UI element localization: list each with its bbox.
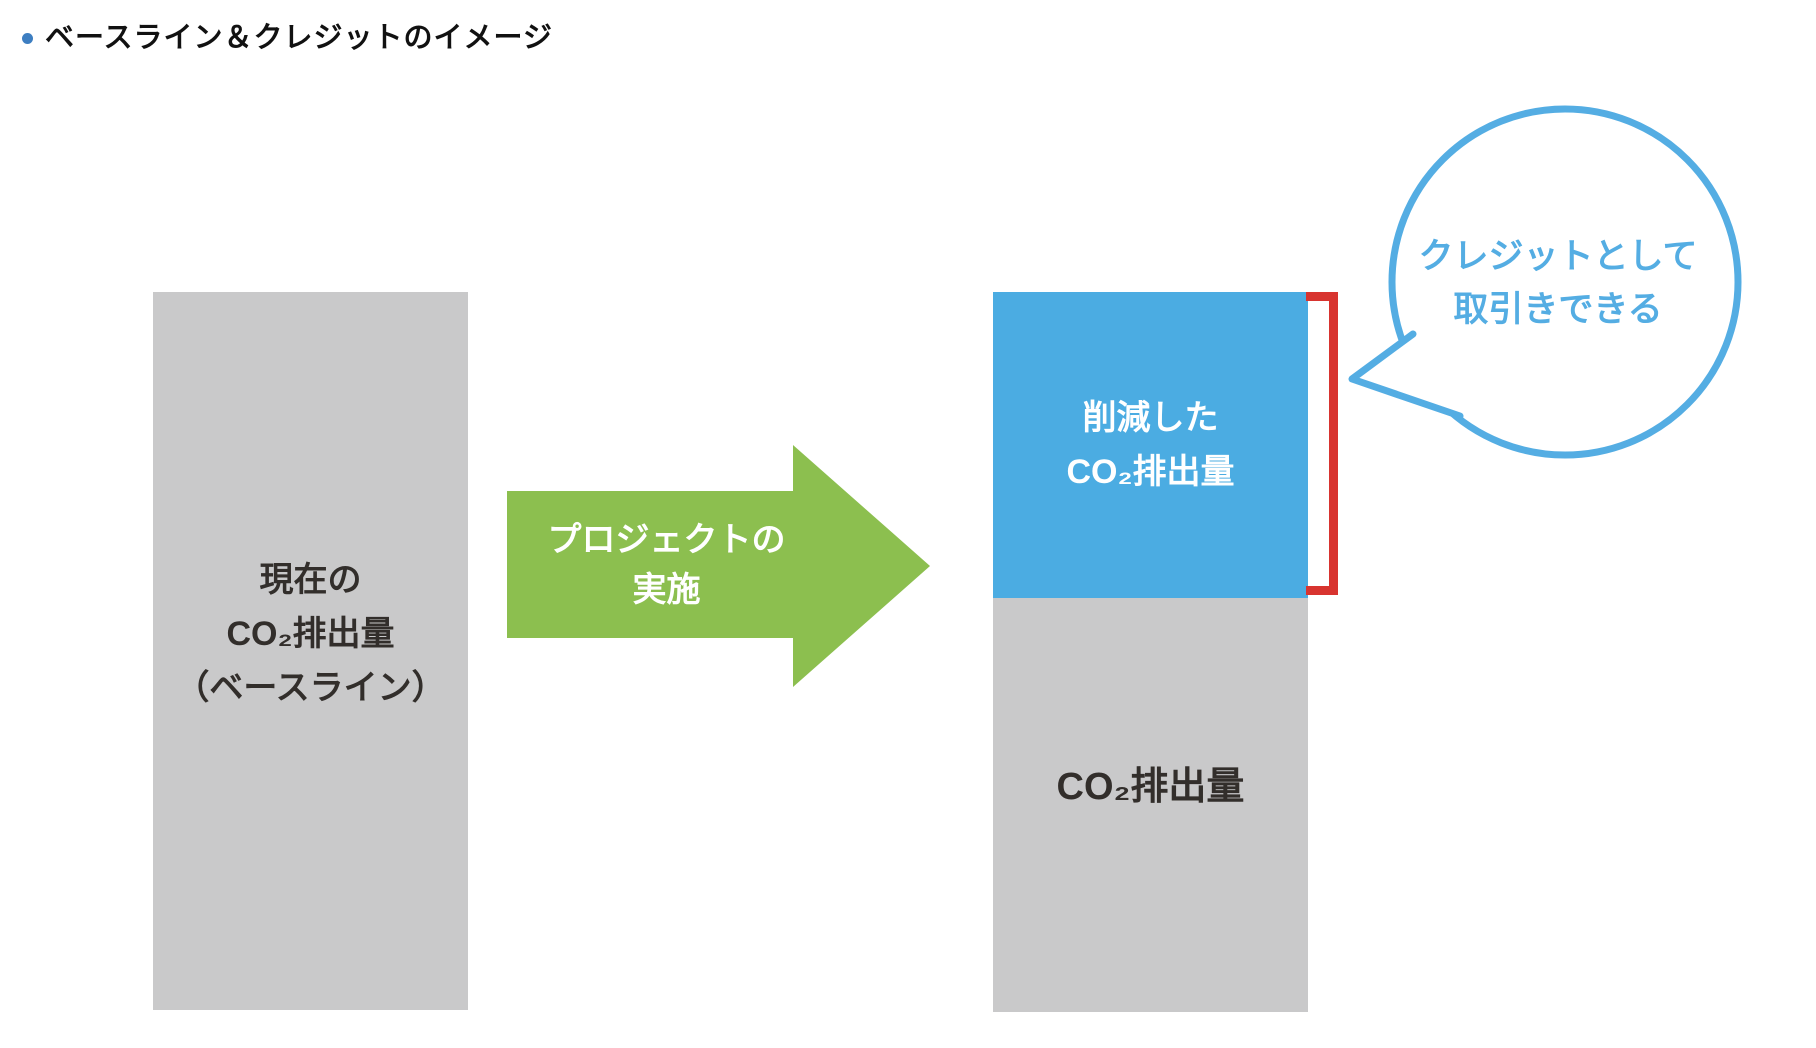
baseline-bar-label-line1: 現在の [259, 561, 362, 599]
speech-bubble-circle [1388, 105, 1742, 459]
speech-bubble-label-line2: 取引きできる [1453, 290, 1663, 329]
speech-bubble-label: クレジットとして 取引きできる [1383, 230, 1733, 336]
reduced-emissions-label-line2: CO₂排出量 [1066, 453, 1235, 491]
speech-bubble-tail [1348, 330, 1464, 420]
baseline-bar-label-line2: CO₂排出量 [226, 615, 395, 653]
reduced-emissions-segment: 削減した CO₂排出量 [993, 292, 1308, 598]
speech-bubble-label-line1: クレジットとして [1418, 237, 1698, 276]
reduced-emissions-label-line1: 削減した [1082, 399, 1219, 437]
project-arrow-label: プロジェクトの 実施 [520, 491, 813, 638]
project-arrow-label-line2: 実施 [632, 570, 701, 609]
title-bullet-icon [22, 32, 33, 44]
project-arrow-label-line1: プロジェクトの [547, 520, 786, 559]
baseline-bar-label-line3: （ベースライン） [175, 669, 446, 707]
remaining-emissions-label: CO₂排出量 [1056, 766, 1245, 808]
credit-bracket [1306, 292, 1338, 595]
section-title: ベースライン＆クレジットのイメージ [45, 22, 553, 54]
section-title-row: ベースライン＆クレジットのイメージ [20, 14, 553, 56]
baseline-bar: 現在の CO₂排出量 （ベースライン） [153, 292, 468, 1010]
remaining-emissions-segment: CO₂排出量 [993, 598, 1308, 1012]
project-arrow-shape [507, 445, 930, 687]
